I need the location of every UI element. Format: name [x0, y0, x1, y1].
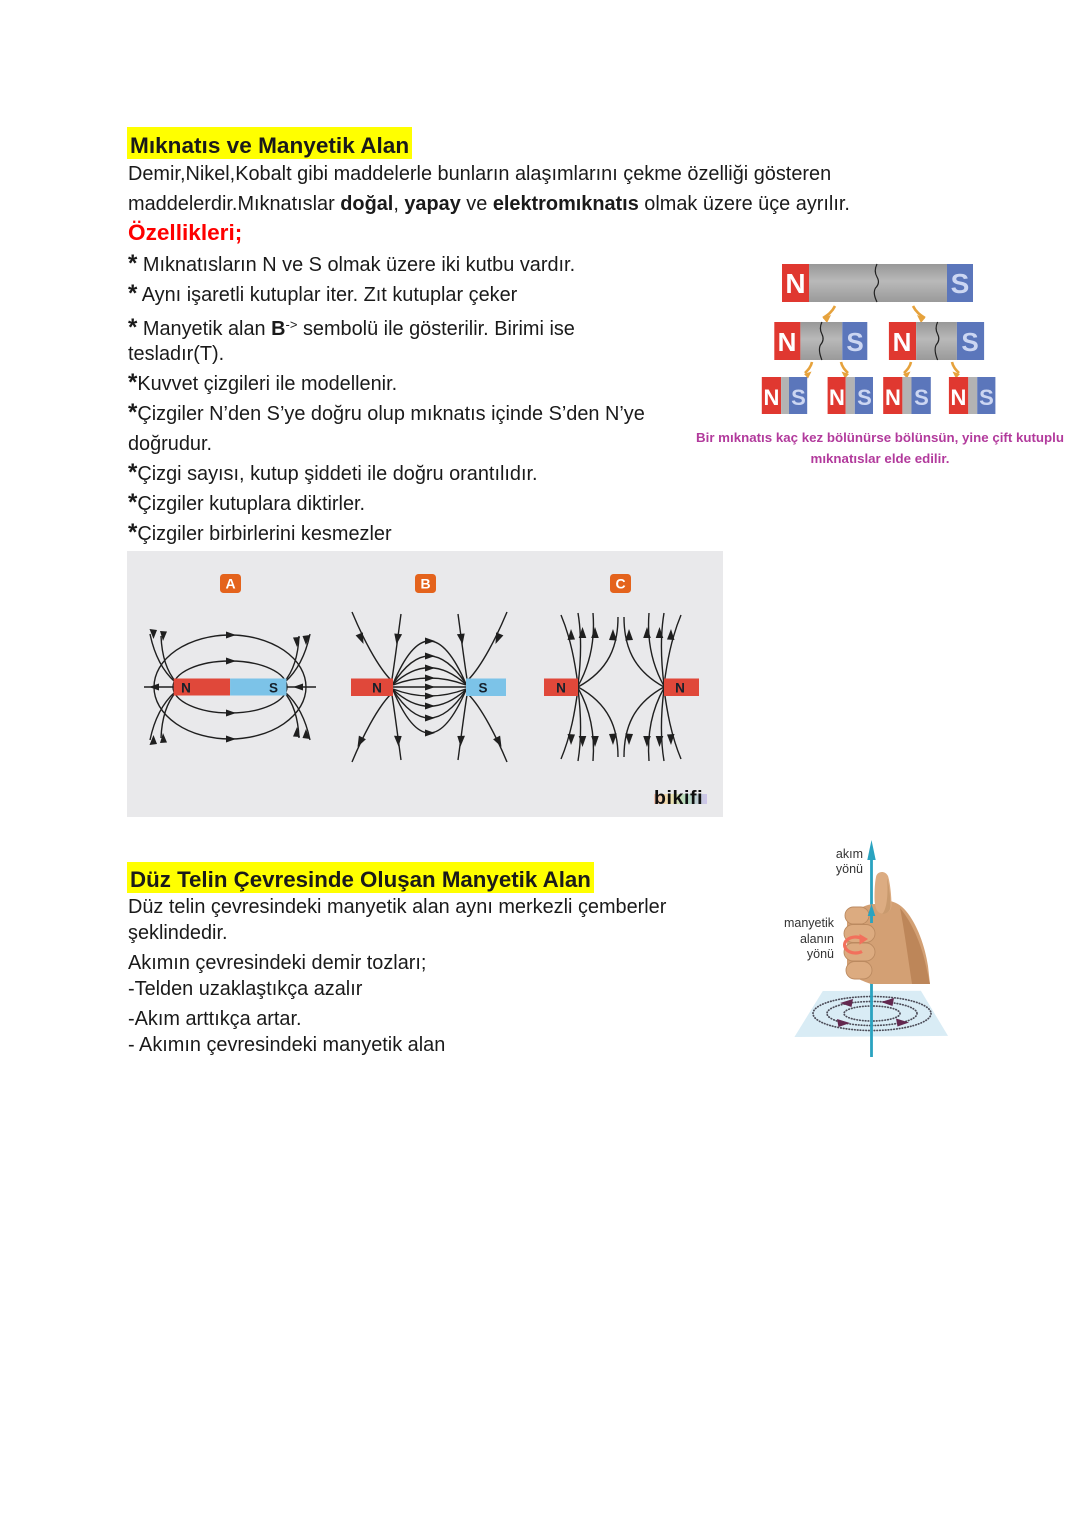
svg-text:B: B: [420, 576, 430, 592]
svg-text:N: N: [764, 385, 780, 410]
svg-text:S: S: [846, 327, 863, 357]
svg-text:S: S: [478, 681, 487, 696]
svg-text:S: S: [979, 385, 994, 410]
svg-text:S: S: [269, 681, 278, 696]
svg-text:N: N: [181, 681, 191, 696]
svg-text:N: N: [785, 268, 805, 299]
svg-text:bikifi: bikifi: [654, 787, 703, 809]
svg-text:S: S: [791, 385, 806, 410]
svg-text:N: N: [951, 385, 967, 410]
svg-text:N: N: [372, 681, 382, 696]
svg-text:S: S: [951, 268, 970, 299]
svg-text:S: S: [857, 385, 872, 410]
svg-text:A: A: [225, 576, 235, 592]
svg-text:N: N: [829, 385, 845, 410]
svg-text:N: N: [885, 385, 901, 410]
svg-text:N: N: [778, 327, 797, 357]
svg-text:S: S: [961, 327, 978, 357]
svg-text:C: C: [615, 576, 625, 592]
svg-text:N: N: [675, 681, 685, 696]
svg-text:N: N: [893, 327, 912, 357]
svg-text:N: N: [556, 681, 566, 696]
svg-text:S: S: [914, 385, 929, 410]
